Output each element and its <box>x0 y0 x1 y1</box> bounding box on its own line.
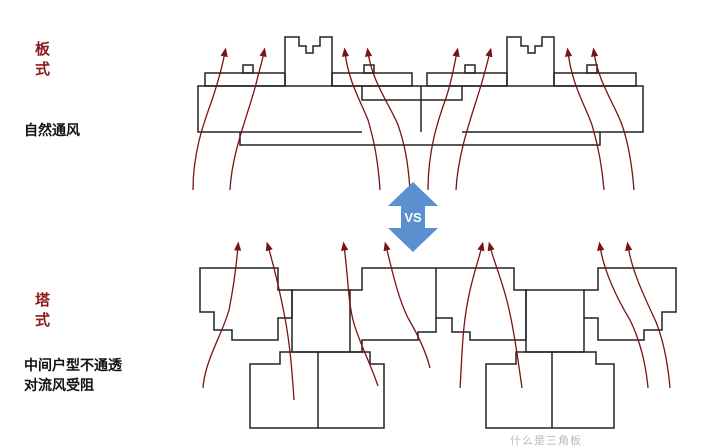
vs-badge: VS <box>388 182 438 252</box>
slab-title-char-1: 板 <box>35 40 51 58</box>
slab-airflow-arrows <box>192 47 635 191</box>
tower-description-line-2: 对流风受阻 <box>24 378 94 394</box>
vs-label: VS <box>404 210 422 225</box>
slab-title-char-2: 式 <box>35 60 51 78</box>
slab-building-plan <box>197 36 644 146</box>
watermark: 什么是三角板 <box>510 434 582 447</box>
tower-description-line-1: 中间户型不通透 <box>24 358 122 374</box>
slab-description: 自然通风 <box>24 123 80 139</box>
tower-title-char-2: 式 <box>35 311 51 329</box>
tower-airflow-arrows <box>202 241 671 401</box>
tower-building-plan <box>199 267 677 429</box>
tower-title-char-1: 塔 <box>35 291 51 309</box>
